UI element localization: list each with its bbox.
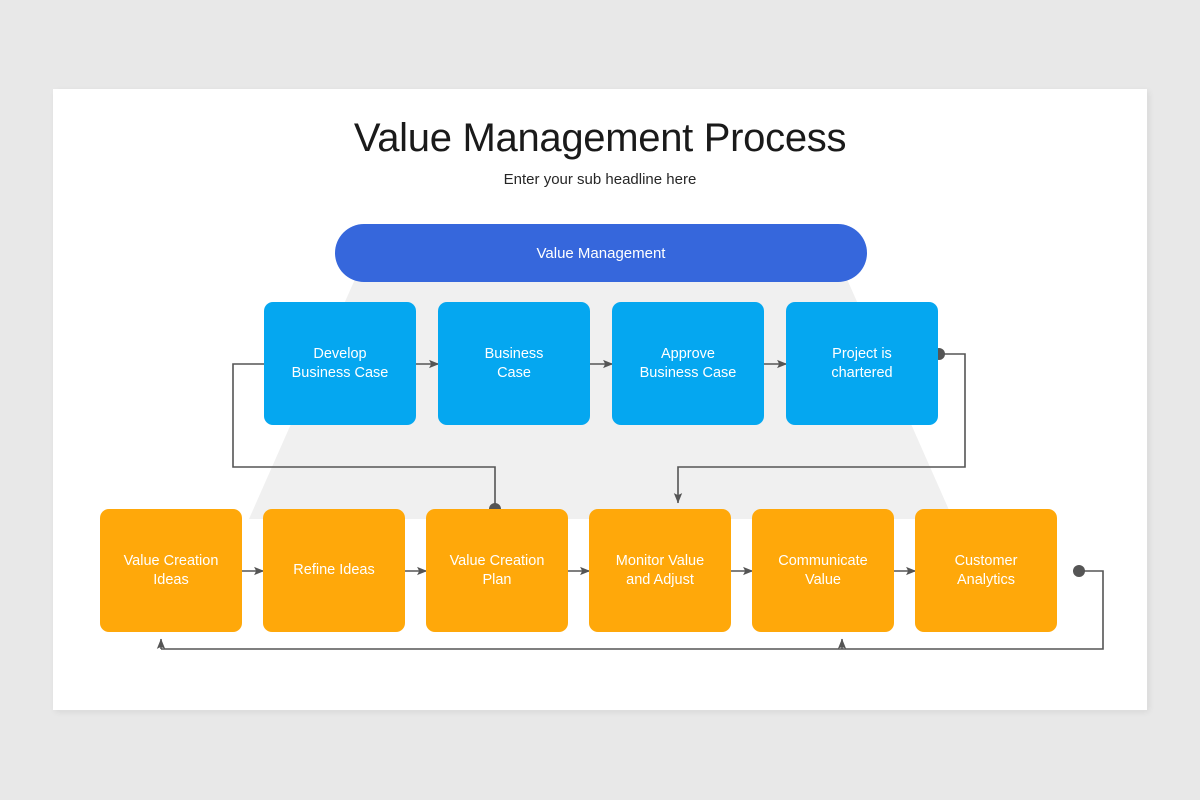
- funnel-shape: [249, 261, 953, 519]
- diagram-connectors: [156, 261, 1104, 650]
- banner-label: Value Management: [536, 244, 666, 262]
- node-refine-ideas[interactable]: Refine Ideas: [263, 509, 405, 632]
- connector-chartered-to-monitor: [673, 353, 966, 504]
- page-title: Value Management Process: [353, 116, 847, 160]
- slide-canvas: Value Management Process Enter your sub …: [53, 89, 1147, 710]
- banner-value-management[interactable]: Value Management: [335, 224, 867, 282]
- dot-customer-analytics: [1073, 565, 1085, 577]
- node-label: Refine Ideas: [293, 562, 375, 579]
- connector-analytics-down-rail: [161, 570, 1104, 650]
- connector-plan-to-develop-feedback: [232, 359, 496, 509]
- page-subtitle: Enter your sub headline here: [503, 171, 697, 188]
